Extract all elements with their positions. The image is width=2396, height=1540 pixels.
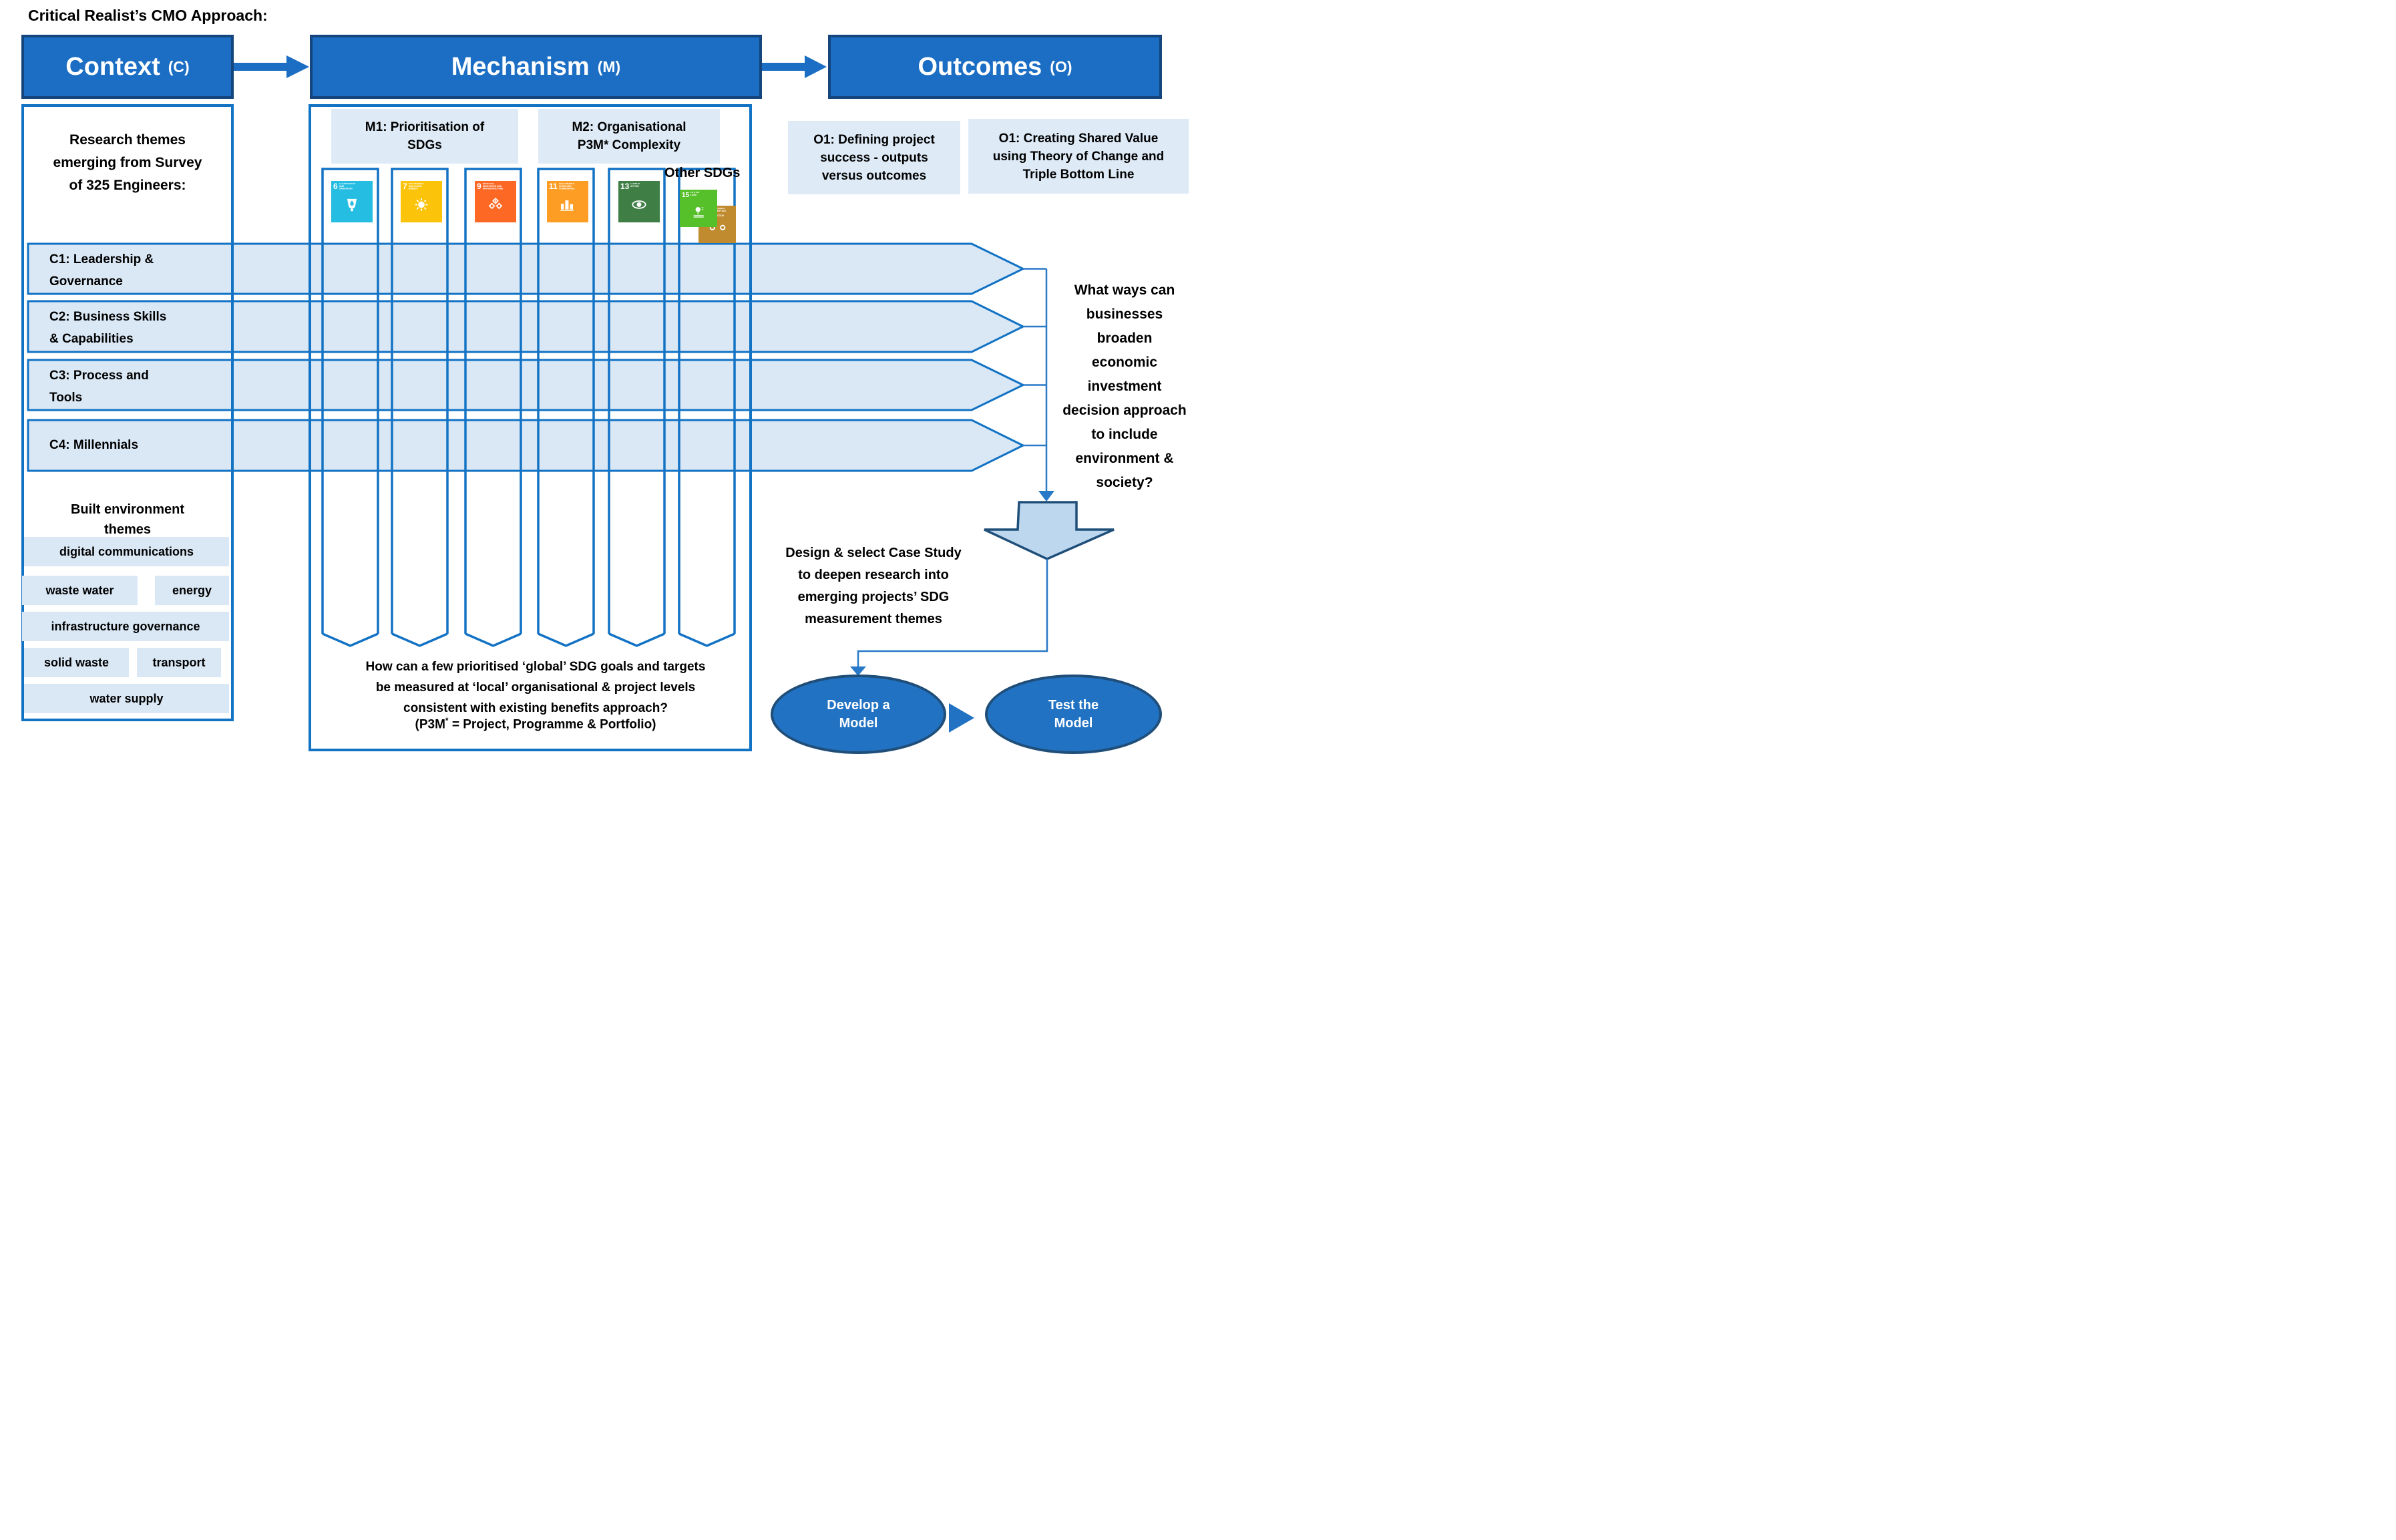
band-c4-arrow	[27, 419, 1026, 472]
tree-glyph	[693, 206, 704, 218]
diagram-shapes	[27, 55, 1115, 733]
channel-4	[537, 168, 595, 647]
band-c3-arrow	[27, 359, 1026, 411]
sdg-6-icon: 6 Clean Water and Sanitation	[331, 181, 373, 222]
water-glyph	[347, 198, 357, 212]
develop-to-test-arrow	[949, 703, 974, 733]
tag-solid-waste: solid waste	[24, 648, 129, 677]
case-study-note: Design & select Case Study to deepen res…	[785, 546, 962, 626]
tag-water-supply: water supply	[24, 684, 229, 713]
mechanism-header: Mechanism (M)	[310, 35, 762, 99]
channel-6	[678, 168, 736, 647]
channel-3	[464, 168, 522, 647]
tag-waste-water: waste water	[22, 576, 138, 605]
collector-arrowhead-icon	[1038, 491, 1054, 502]
context-header-label: Context	[65, 52, 160, 81]
big-down-arrow	[984, 501, 1115, 560]
built-environment-title: Built environment themes	[70, 502, 184, 537]
outcomes-header: Outcomes (O)	[828, 35, 1162, 99]
city-glyph	[560, 200, 574, 211]
context-to-mechanism-arrow	[234, 55, 309, 78]
mechanism-header-label: Mechanism	[451, 52, 590, 81]
band-c2-arrow	[27, 300, 1026, 353]
outcomes-header-tag: (O)	[1050, 57, 1072, 75]
band-label-c3: C3: Process and Tools	[49, 369, 149, 405]
channel-5	[608, 168, 666, 647]
eye-globe-glyph	[632, 200, 646, 209]
mechanism-header-tag: (M)	[597, 57, 621, 75]
broaden-question: What ways can businesses broaden economi…	[1062, 282, 1187, 490]
sdg-channels	[321, 168, 736, 647]
band-label-c4: C4: Millennials	[49, 438, 139, 452]
case-study-connector	[857, 559, 1048, 668]
other-sdgs-label: Other SDGs	[664, 166, 741, 180]
sdg-11-icon: 11 Sustainable Cities and Communities	[547, 181, 588, 222]
channel-2	[391, 168, 449, 647]
test-model-ellipse: Test the Model	[985, 675, 1162, 754]
cmo-diagram: Critical Realist’s CMO Approach: Context…	[0, 0, 1198, 770]
outcomes-header-label: Outcomes	[918, 52, 1042, 81]
tag-digital-communications: digital communications	[24, 537, 229, 566]
mechanism-question: How can a few prioritised ‘global’ SDG g…	[365, 660, 706, 715]
cubes-glyph	[488, 198, 503, 210]
sdg-13-icon: 13 Climate Action	[618, 181, 660, 222]
sdg-7-icon: 7 Affordable and Clean Energy	[401, 181, 442, 222]
m1-box: M1: Prioritisation of SDGs	[331, 109, 518, 164]
band-label-c2: C2: Business Skills & Capabilities	[49, 310, 167, 346]
mechanism-to-outcomes-arrow	[762, 55, 827, 78]
m2-box: M2: Organisational P3M* Complexity	[538, 109, 720, 164]
band-collector-lines	[1023, 268, 1048, 491]
tag-infrastructure-governance: infrastructure governance	[22, 612, 229, 641]
sdg-9-icon: 9 Industry, Innovation and Infrastructur…	[475, 181, 516, 222]
tag-energy: energy	[155, 576, 229, 605]
sdg-15-icon: 15 Life on Land	[680, 190, 717, 227]
o1-shared-value-box: O1: Creating Shared Value using Theory o…	[968, 119, 1189, 194]
band-c1-arrow	[27, 242, 1026, 295]
band-label-c1: C1: Leadership & Governance	[49, 252, 154, 288]
o1-outputs-box: O1: Defining project success - outputs v…	[788, 121, 960, 194]
connector-arrowhead-icon	[850, 666, 866, 676]
context-header: Context (C)	[21, 35, 234, 99]
survey-note: Research themes emerging from Survey of …	[53, 132, 202, 193]
page-title: Critical Realist’s CMO Approach:	[28, 7, 268, 24]
tag-transport: transport	[137, 648, 221, 677]
develop-model-ellipse: Develop a Model	[771, 675, 946, 754]
p3m-note: (P3M* = Project, Programme & Portfolio)	[415, 716, 656, 732]
channel-1	[321, 168, 379, 647]
context-header-tag: (C)	[168, 57, 190, 75]
sun-glyph	[415, 198, 428, 211]
